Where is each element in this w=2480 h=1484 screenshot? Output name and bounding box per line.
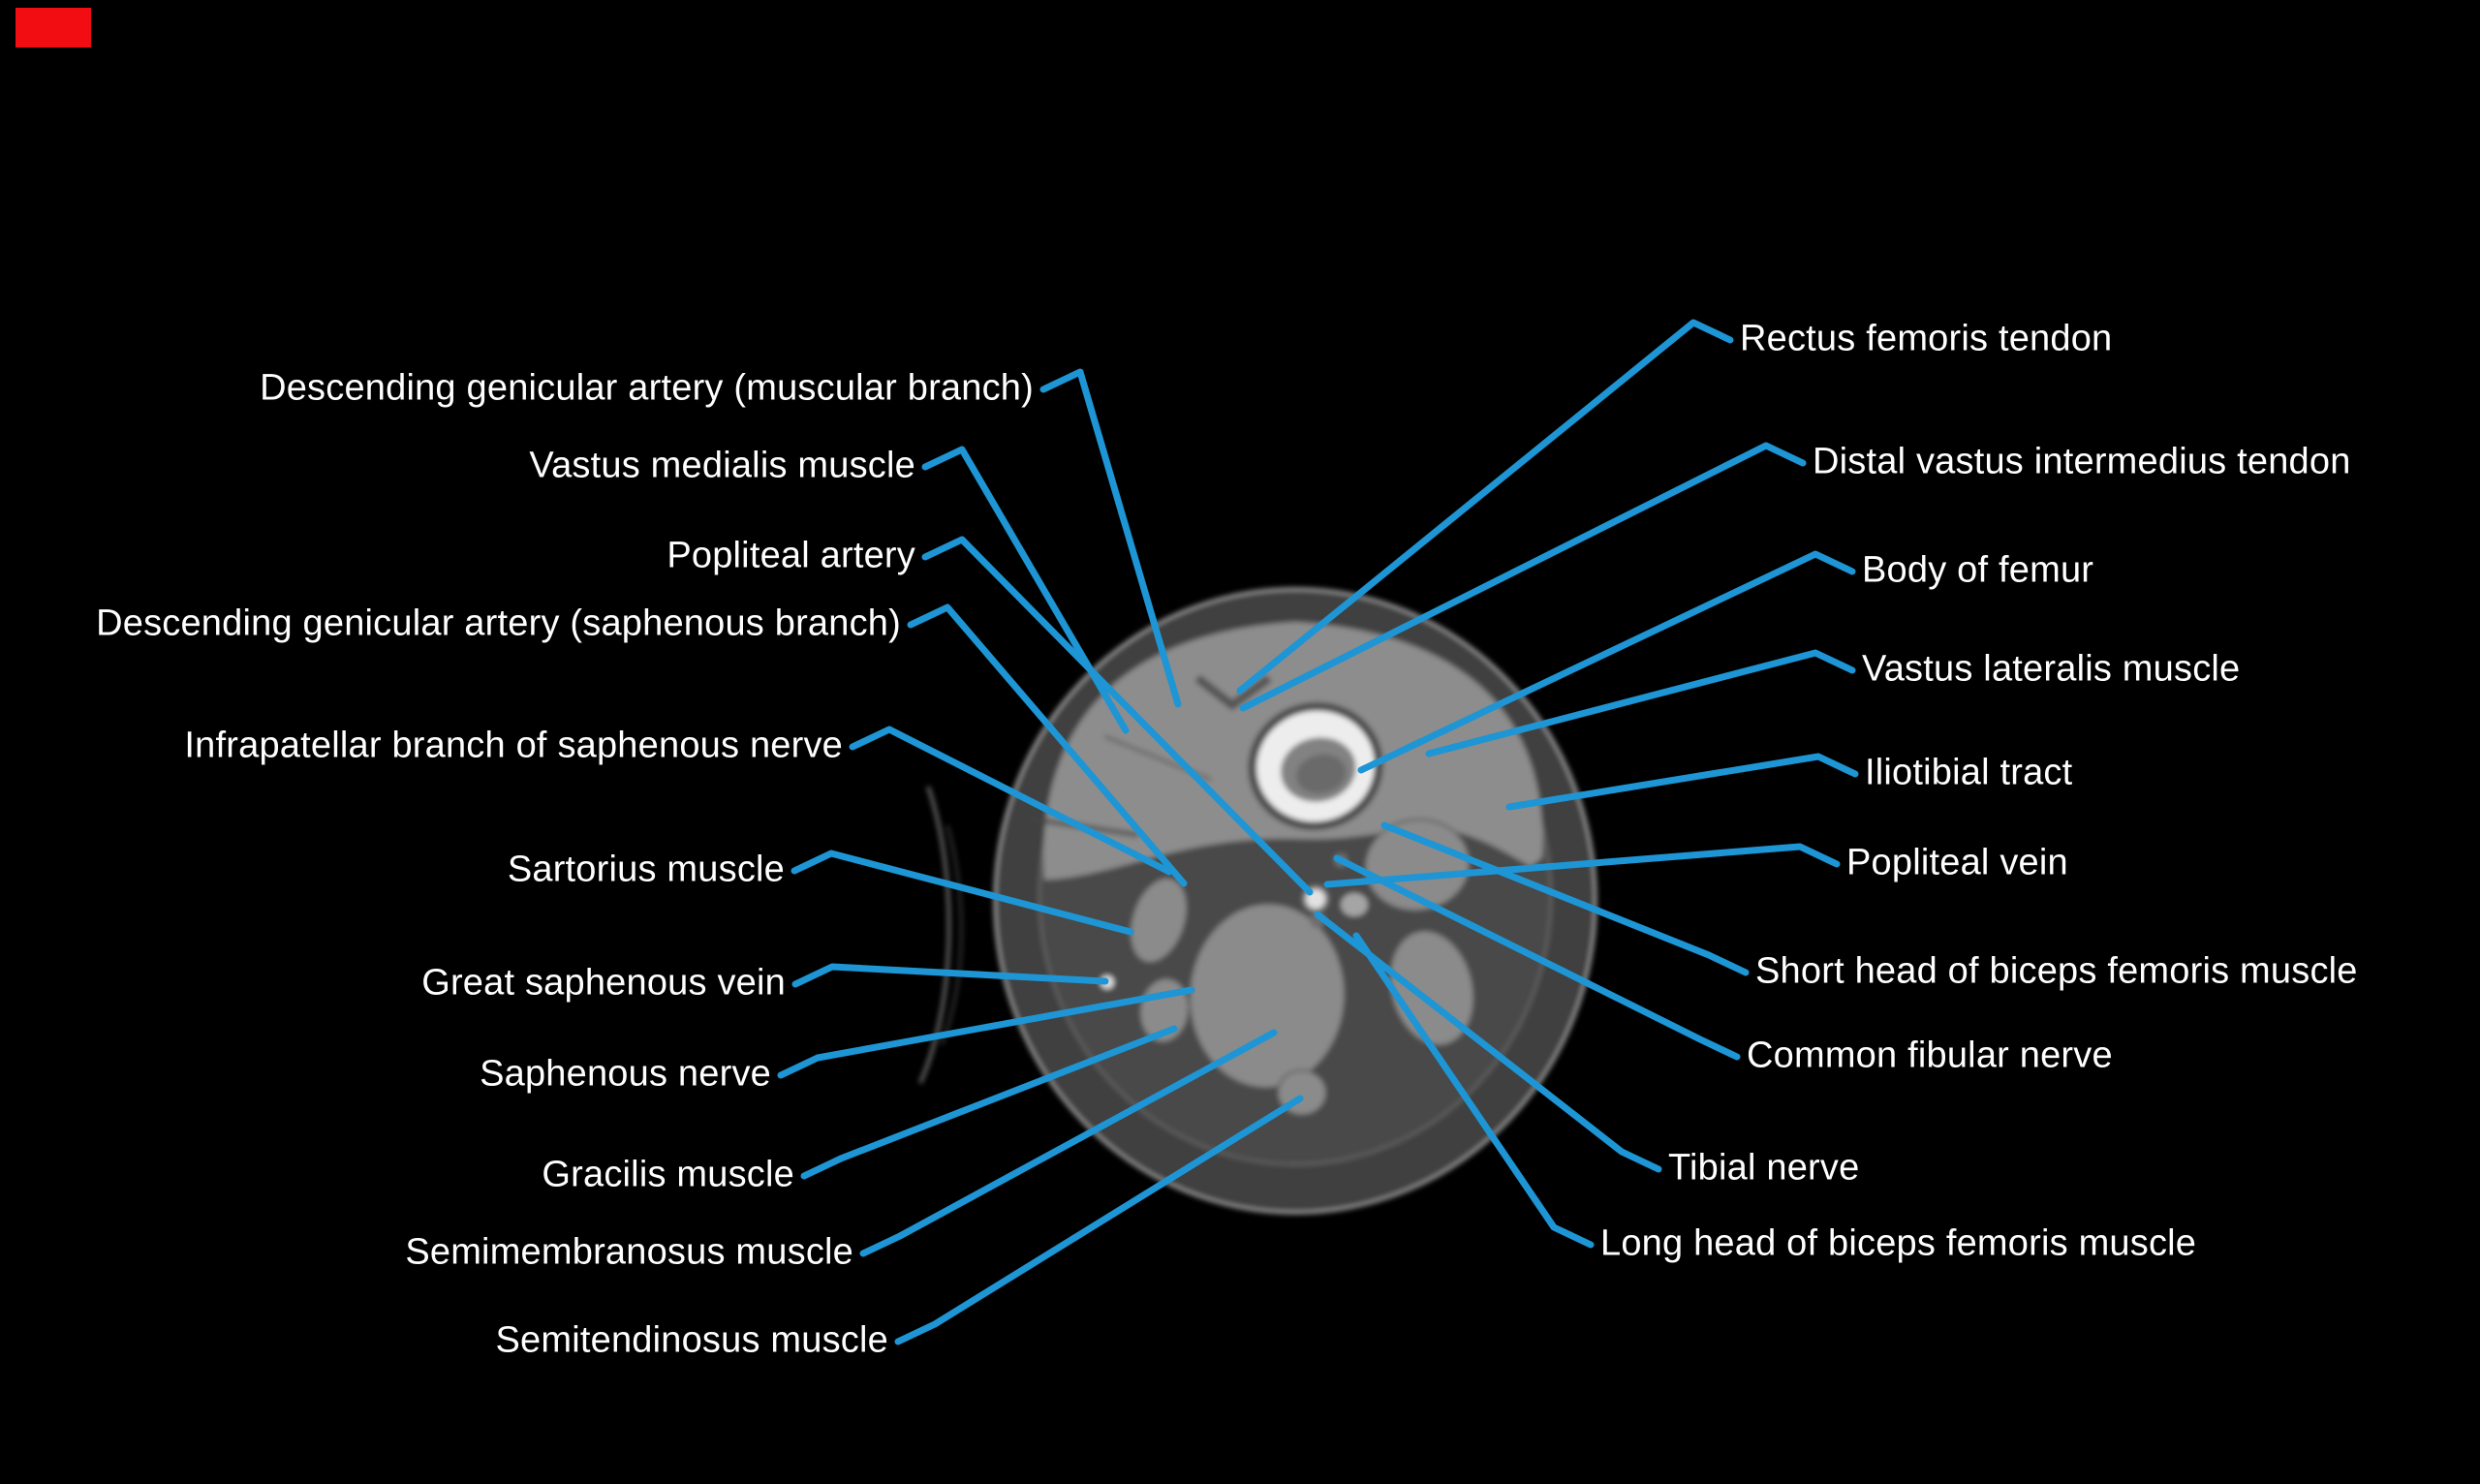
leader-line-descending-genicular-artery-muscular-branch xyxy=(1039,368,1182,708)
label-sartorius-muscle: Sartorius muscle xyxy=(507,849,785,890)
label-vastus-lateralis-muscle: Vastus lateralis muscle xyxy=(1862,648,2241,690)
label-descending-genicular-artery-muscular-branch: Descending genicular artery (muscular br… xyxy=(260,367,1034,409)
leader-line-great-saphenous-vein xyxy=(791,963,1109,988)
leader-line-semimembranosus-muscle xyxy=(859,1029,1278,1257)
leader-line-iliotibial-tract xyxy=(1505,753,1859,811)
leader-line-gracilis-muscle xyxy=(800,1025,1178,1180)
leader-line-tibial-nerve xyxy=(1314,911,1662,1173)
leader-line-popliteal-artery xyxy=(921,536,1314,896)
label-iliotibial-tract: Iliotibial tract xyxy=(1865,752,2073,793)
label-short-head-of-biceps-femoris-muscle: Short head of biceps femoris muscle xyxy=(1755,950,2358,992)
leader-line-short-head-of-biceps-femoris-muscle xyxy=(1380,821,1750,976)
label-tibial-nerve: Tibial nerve xyxy=(1668,1147,1860,1189)
label-common-fibular-nerve: Common fibular nerve xyxy=(1747,1035,2113,1076)
leader-line-body-of-femur xyxy=(1357,550,1856,774)
label-long-head-of-biceps-femoris-muscle: Long head of biceps femoris muscle xyxy=(1600,1222,2197,1264)
leader-line-long-head-of-biceps-femoris-muscle xyxy=(1352,932,1595,1249)
label-saphenous-nerve: Saphenous nerve xyxy=(480,1053,771,1095)
label-popliteal-vein: Popliteal vein xyxy=(1846,842,2068,883)
label-descending-genicular-artery-saphenous-branch: Descending genicular artery (saphenous b… xyxy=(96,603,901,644)
leader-line-descending-genicular-artery-saphenous-branch xyxy=(907,603,1188,887)
label-great-saphenous-vein: Great saphenous vein xyxy=(421,962,786,1004)
leader-line-common-fibular-nerve xyxy=(1333,854,1741,1061)
label-infrapatellar-branch-of-saphenous-nerve: Infrapatellar branch of saphenous nerve xyxy=(184,725,843,766)
label-rectus-femoris-tendon: Rectus femoris tendon xyxy=(1740,318,2113,359)
contralateral-leg-edge xyxy=(918,786,951,1084)
leader-line-sartorius-muscle xyxy=(790,850,1134,936)
label-distal-vastus-intermedius-tendon: Distal vastus intermedius tendon xyxy=(1813,441,2351,482)
leader-line-rectus-femoris-tendon xyxy=(1236,319,1734,695)
leader-line-saphenous-nerve xyxy=(777,986,1195,1079)
recording-indicator xyxy=(16,8,91,47)
label-body-of-femur: Body of femur xyxy=(1862,549,2094,591)
label-gracilis-muscle: Gracilis muscle xyxy=(542,1154,794,1195)
leader-line-vastus-lateralis-muscle xyxy=(1425,649,1856,757)
leader-line-infrapatellar-branch-of-saphenous-nerve xyxy=(849,726,1173,876)
contralateral-leg-inner-edge xyxy=(940,824,963,1045)
label-popliteal-artery: Popliteal artery xyxy=(666,535,915,576)
leader-line-semitendinosus-muscle xyxy=(894,1095,1304,1345)
leader-lines xyxy=(777,319,1859,1345)
label-semimembranosus-muscle: Semimembranosus muscle xyxy=(405,1231,853,1273)
leader-line-vastus-medialis-muscle xyxy=(921,446,1130,734)
leader-line-distal-vastus-intermedius-tendon xyxy=(1239,442,1807,712)
leader-line-popliteal-vein xyxy=(1323,843,1841,888)
label-semitendinosus-muscle: Semitendinosus muscle xyxy=(495,1319,888,1361)
label-vastus-medialis-muscle: Vastus medialis muscle xyxy=(529,445,915,486)
ct-noise-texture xyxy=(993,587,1597,1215)
